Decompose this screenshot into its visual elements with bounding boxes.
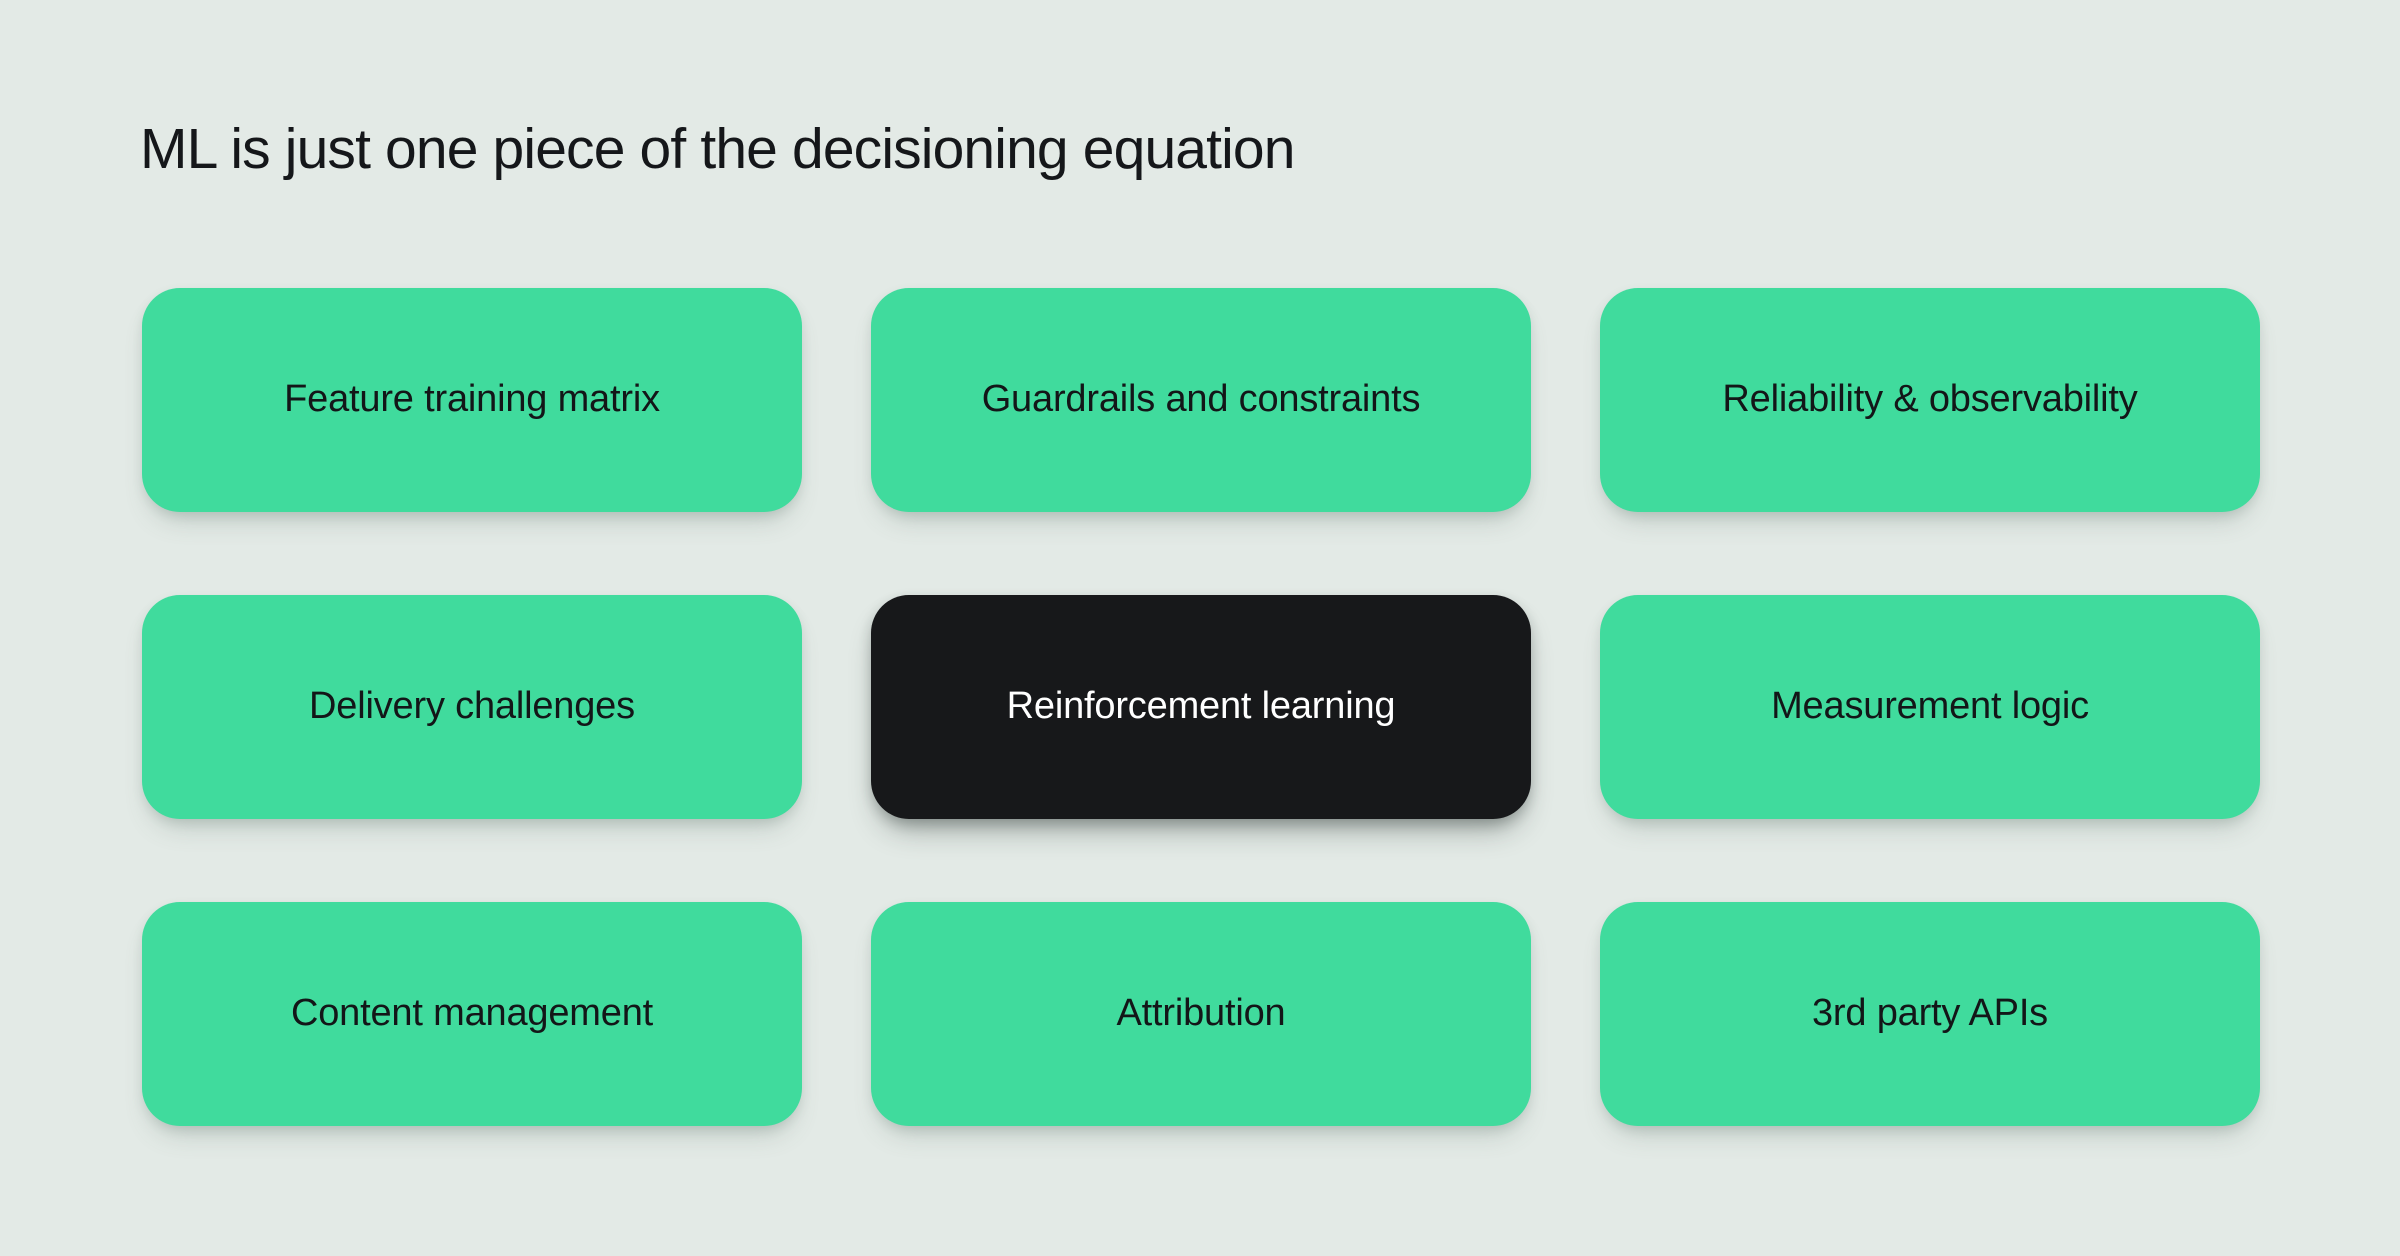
card-feature-training-matrix[interactable]: Feature training matrix	[142, 288, 802, 512]
card-measurement-logic[interactable]: Measurement logic	[1600, 595, 2260, 819]
card-label: Reliability & observability	[1722, 378, 2138, 421]
card-label: Feature training matrix	[284, 378, 660, 421]
card-reinforcement-learning[interactable]: Reinforcement learning	[871, 595, 1531, 819]
card-label: 3rd party APIs	[1811, 992, 2048, 1035]
card-guardrails-and-constraints[interactable]: Guardrails and constraints	[871, 288, 1531, 512]
card-reliability-and-observability[interactable]: Reliability & observability	[1600, 288, 2260, 512]
card-label: Reinforcement learning	[1006, 685, 1396, 728]
card-label: Attribution	[1116, 992, 1286, 1035]
card-content-management[interactable]: Content management	[142, 902, 802, 1126]
card-label: Delivery challenges	[309, 685, 635, 728]
card-attribution[interactable]: Attribution	[871, 902, 1531, 1126]
page-title: ML is just one piece of the decisioning …	[140, 117, 1295, 181]
card-grid: Feature training matrix Guardrails and c…	[142, 288, 2260, 1126]
card-delivery-challenges[interactable]: Delivery challenges	[142, 595, 802, 819]
card-label: Guardrails and constraints	[981, 378, 1421, 421]
card-label: Content management	[290, 992, 654, 1035]
card-3rd-party-apis[interactable]: 3rd party APIs	[1600, 902, 2260, 1126]
card-label: Measurement logic	[1771, 685, 2089, 728]
